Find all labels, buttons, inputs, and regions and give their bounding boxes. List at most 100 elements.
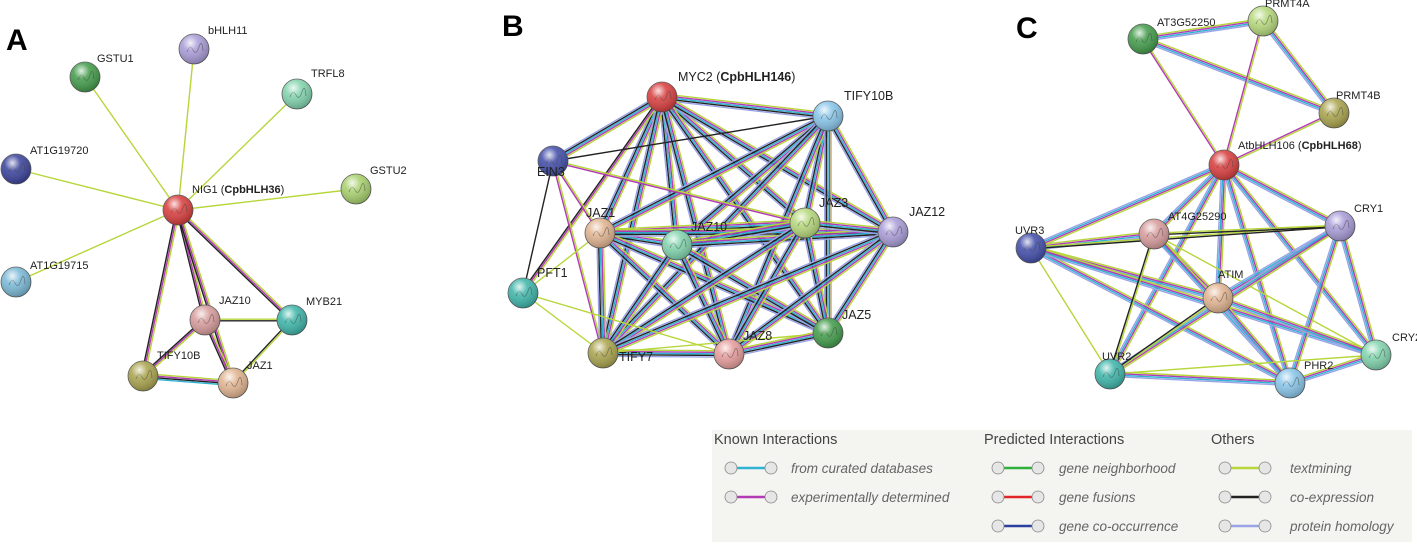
legend-predicted-title: Predicted Interactions: [984, 432, 1125, 448]
legend-swatch-textmining: [1218, 461, 1272, 475]
legend-ball: [1031, 461, 1045, 475]
node-tify10b[interactable]: TIFY10B: [127, 350, 200, 392]
node-pft1[interactable]: PFT1: [507, 266, 568, 309]
node-tify10b[interactable]: TIFY10B: [812, 89, 893, 132]
edge-channel: [1261, 21, 1334, 114]
node-myc2[interactable]: MYC2 (CpbHLH146): [646, 70, 795, 113]
edge-channel: [824, 229, 891, 332]
node-label-bold: CpbHLH36: [224, 184, 280, 196]
node-cry1[interactable]: CRY1: [1324, 203, 1383, 242]
edge-channel: [1143, 22, 1264, 43]
node-cry2[interactable]: CRY2: [1360, 332, 1417, 371]
edge-channel: [729, 335, 829, 358]
node-label: PRMT4B: [1336, 90, 1381, 102]
edge-channel: [603, 245, 679, 355]
node-at3g52250[interactable]: AT3G52250: [1127, 17, 1216, 55]
node-jaz1[interactable]: JAZ1: [217, 360, 273, 399]
edge-channel: [551, 93, 661, 159]
node-myb21[interactable]: MYB21: [276, 296, 342, 336]
node-prmt4a[interactable]: PRMT4A: [1247, 0, 1310, 37]
edge-channel: [729, 333, 829, 357]
node-label: JAZ1: [247, 360, 273, 372]
edge-channel: [1216, 223, 1340, 297]
node-label-text: MYB21: [306, 296, 342, 308]
panel-letter-c: C: [1016, 12, 1038, 45]
legend-ball: [1218, 519, 1232, 533]
edge-EIN3-JAZ3: [552, 159, 806, 225]
node-at4g25290[interactable]: AT4G25290: [1138, 211, 1227, 250]
edge-channel: [602, 332, 829, 354]
node-trfl8[interactable]: TRFL8: [281, 68, 345, 110]
legend-ball: [724, 490, 738, 504]
edge-UVR3-PHR2: [1029, 245, 1292, 386]
legend-label-cooccurrence: gene co-occurrence: [1059, 519, 1179, 534]
edge-channel: [1218, 297, 1292, 383]
edge-channel: [1221, 166, 1375, 357]
node-jaz12[interactable]: JAZ12: [877, 205, 945, 248]
edge-AT3G52250-PRMT4B: [1141, 36, 1336, 116]
node-gloss: [1, 154, 31, 184]
node-gloss: [1361, 340, 1391, 370]
node-jaz3[interactable]: JAZ3: [789, 196, 848, 239]
node-ein3[interactable]: EIN3: [537, 145, 569, 179]
edge-JAZ10-TIFY7: [599, 242, 681, 356]
edge-channel: [1030, 230, 1154, 247]
node-phr2[interactable]: PHR2: [1274, 360, 1333, 399]
node-gstu1[interactable]: GSTU1: [69, 53, 134, 93]
node-label-text: JAZ10: [691, 220, 727, 234]
edge-channel: [602, 222, 806, 354]
node-jaz10[interactable]: JAZ10: [189, 295, 251, 336]
node-uvr3[interactable]: UVR3: [1015, 225, 1047, 264]
node-gloss: [190, 305, 220, 335]
edge-channel: [727, 230, 893, 354]
node-prmt4b[interactable]: PRMT4B: [1318, 90, 1381, 129]
edge-channel: [1224, 164, 1378, 355]
node-jaz8[interactable]: JAZ8: [713, 329, 772, 370]
node-gloss: [1319, 98, 1349, 128]
edge-channel: [602, 352, 730, 355]
node-at1g19720[interactable]: AT1G19720: [0, 145, 89, 185]
node-atbhlh106[interactable]: AtbHLH106 (CpbHLH68): [1208, 140, 1362, 181]
legend-swatch-coexpression: [1218, 490, 1272, 504]
node-label-text: bHLH11: [208, 25, 248, 37]
edge-channel: [178, 209, 236, 383]
edge-channel: [1143, 37, 1335, 113]
node-label: JAZ12: [909, 205, 945, 219]
edge-channel: [598, 112, 827, 231]
node-jaz10[interactable]: JAZ10: [661, 220, 727, 261]
edge-PRMT4A-PRMT4B: [1260, 19, 1337, 115]
node-nig1[interactable]: NIG1 (CpbHLH36): [162, 184, 284, 226]
node-bhlh11[interactable]: bHLH11: [178, 25, 248, 65]
node-uvr2[interactable]: UVR2: [1094, 351, 1131, 390]
edge-PFT1-JAZ8: [522, 292, 730, 355]
edge-channel: [523, 97, 664, 295]
edge-channel: [600, 219, 804, 351]
node-atim[interactable]: ATIM: [1202, 269, 1243, 314]
node-jaz5[interactable]: JAZ5: [812, 308, 871, 349]
edge-MYC2-TIFY7: [599, 96, 666, 354]
edge-channel: [176, 210, 292, 322]
edge-channel: [596, 233, 601, 354]
edge-channel: [177, 209, 293, 321]
node-gloss: [647, 82, 677, 112]
node-jaz1[interactable]: JAZ1: [584, 206, 616, 249]
edge-channel: [1216, 299, 1376, 358]
edge-AtbHLH106-UVR2: [1107, 163, 1227, 376]
edge-channel: [599, 219, 805, 231]
node-label-bold: CpbHLH68: [1302, 140, 1358, 152]
node-label-text: CRY2: [1392, 332, 1417, 344]
node-gstu2[interactable]: GSTU2: [340, 165, 407, 205]
edge-channel: [522, 292, 604, 354]
legend-swatch-cooccurrence: [991, 519, 1045, 533]
node-at1g19715[interactable]: AT1G19715: [0, 260, 89, 298]
edge-channel: [552, 96, 663, 162]
edge-channel: [662, 94, 829, 116]
node-tify7[interactable]: TIFY7: [587, 337, 653, 369]
node-label: AT4G25290: [1168, 211, 1227, 223]
legend-label-textmining: textmining: [1290, 461, 1352, 476]
edge-channel: [601, 221, 805, 353]
edge-TIFY10B-JAZ1: [598, 112, 830, 237]
node-gloss: [1203, 283, 1233, 313]
edge-channel: [1337, 226, 1375, 356]
edge-channel: [600, 232, 606, 353]
